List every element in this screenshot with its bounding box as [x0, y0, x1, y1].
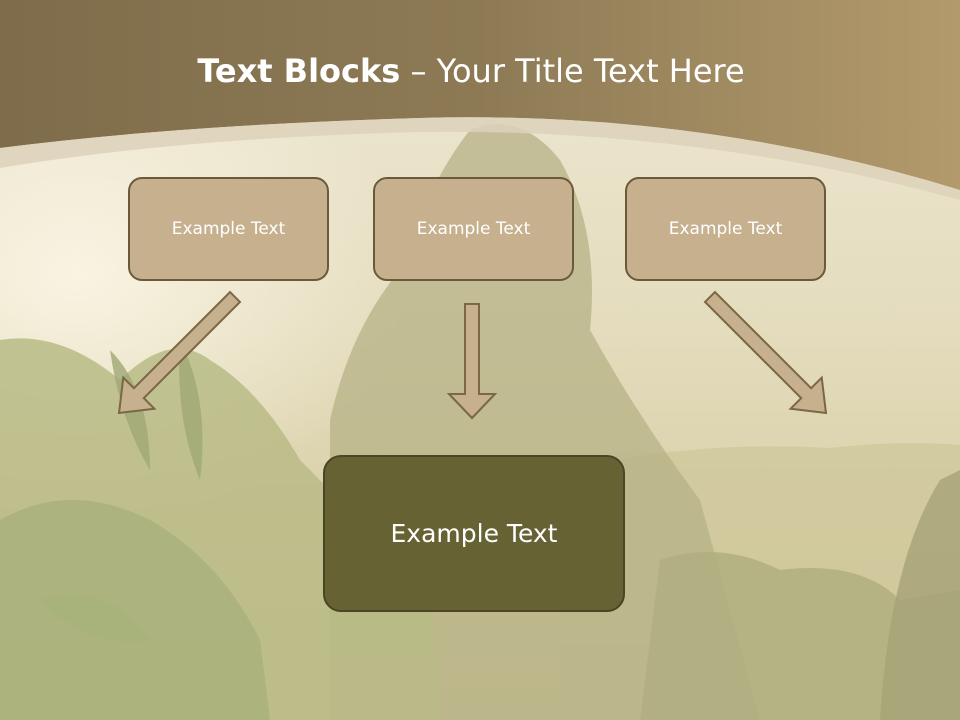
- text-box-right-label: Example Text: [668, 219, 783, 239]
- text-box-left[interactable]: Example Text: [128, 177, 329, 281]
- title-dash: –: [400, 52, 437, 90]
- arrow-right-icon: [703, 290, 828, 415]
- title-rest-text: Your Title Text Here: [436, 52, 745, 90]
- arrow-center-icon: [446, 303, 498, 420]
- title-bold-text: Text Blocks: [197, 52, 401, 90]
- text-box-right[interactable]: Example Text: [625, 177, 826, 281]
- text-box-center-label: Example Text: [416, 219, 531, 239]
- arrow-left-icon: [117, 290, 242, 415]
- main-text-box[interactable]: Example Text: [323, 455, 625, 612]
- text-box-left-label: Example Text: [171, 219, 286, 239]
- slide-title: Text Blocks – Your Title Text Here: [0, 52, 942, 90]
- text-box-center[interactable]: Example Text: [373, 177, 574, 281]
- main-text-box-label: Example Text: [390, 519, 558, 548]
